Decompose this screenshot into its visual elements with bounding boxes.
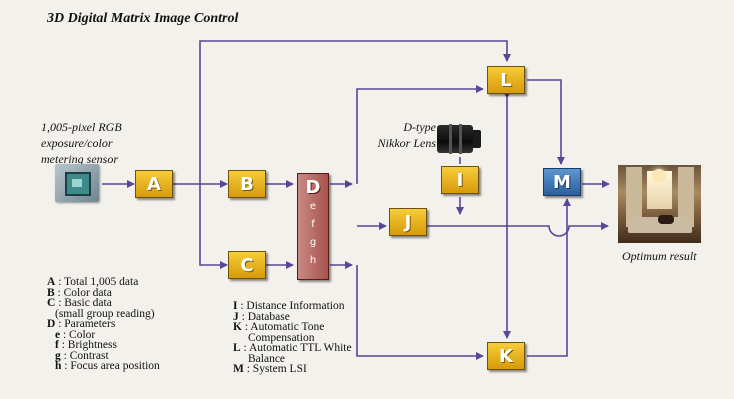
legend-item: Balance bbox=[248, 352, 286, 365]
box-j: J bbox=[389, 208, 427, 236]
legend-item: L : Automatic TTL White bbox=[233, 342, 352, 354]
box-d-label: D bbox=[305, 177, 321, 198]
box-d-sub-g: g bbox=[309, 237, 317, 248]
box-b: B bbox=[228, 170, 266, 198]
legend-item: I : Distance Information bbox=[233, 300, 345, 312]
legend-item: M : System LSI bbox=[233, 363, 307, 375]
legend-item: e : Color bbox=[55, 328, 96, 341]
lens-caption-line: D-type bbox=[403, 120, 436, 134]
legend-item: A : Total 1,005 data bbox=[47, 276, 139, 288]
legend-item: Compensation bbox=[248, 331, 315, 344]
box-m: M bbox=[543, 168, 581, 196]
sensor-caption: 1,005-pixel RGB exposure/color metering … bbox=[41, 119, 122, 167]
box-d-sub-f: f bbox=[311, 219, 315, 230]
result-photo bbox=[618, 165, 701, 243]
result-caption: Optimum result bbox=[622, 249, 697, 263]
legend-item: (small group reading) bbox=[55, 307, 155, 320]
lens-caption: D-type Nikkor Lens bbox=[361, 119, 436, 151]
legend-item: C : Basic data bbox=[47, 297, 112, 309]
box-d-sub-e: e bbox=[309, 201, 317, 212]
box-c: C bbox=[228, 251, 266, 279]
box-d-sub-h: h bbox=[309, 255, 317, 266]
box-l: L bbox=[487, 66, 525, 94]
rgb-sensor-image bbox=[55, 164, 99, 202]
sensor-chip bbox=[65, 172, 91, 196]
box-d: D e f g h bbox=[297, 173, 329, 280]
legend-item: g : Contrast bbox=[55, 349, 109, 362]
box-a: A bbox=[135, 170, 173, 198]
legend-left: A : Total 1,005 data B : Color data C : … bbox=[47, 276, 160, 372]
box-k: K bbox=[487, 342, 525, 370]
diagram-title: 3D Digital Matrix Image Control bbox=[47, 11, 239, 26]
legend-item: J : Database bbox=[233, 310, 290, 323]
nikkor-lens-image bbox=[437, 121, 482, 155]
legend-item: D : Parameters bbox=[47, 318, 116, 330]
sensor-caption-line: metering sensor bbox=[41, 152, 118, 166]
sensor-caption-line: 1,005-pixel RGB bbox=[41, 120, 122, 134]
legend-item: h : Focus area position bbox=[55, 360, 160, 372]
legend-right: I : Distance Information J : Database K … bbox=[233, 300, 352, 375]
legend-item: B : Color data bbox=[47, 286, 112, 299]
lens-caption-line: Nikkor Lens bbox=[377, 136, 436, 150]
sensor-caption-line: exposure/color bbox=[41, 136, 113, 150]
box-i: I bbox=[441, 166, 479, 194]
legend-item: K : Automatic Tone bbox=[233, 321, 325, 333]
legend-item: f : Brightness bbox=[55, 339, 117, 351]
